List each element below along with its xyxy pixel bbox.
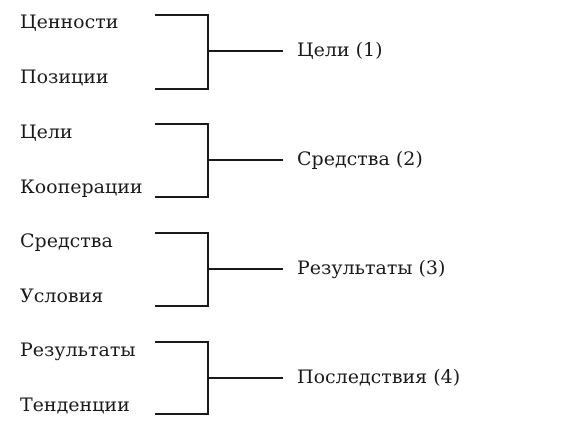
connector-line	[207, 50, 283, 52]
input-label: Цели	[20, 121, 73, 143]
result-label: Последствия (4)	[297, 366, 461, 388]
result-label: Цели (1)	[297, 39, 383, 61]
bracket-top-line	[155, 123, 209, 125]
connector-line	[207, 159, 283, 161]
input-label: Тенденции	[20, 394, 130, 416]
bracket-top-line	[155, 341, 209, 343]
bracket-bottom-line	[155, 196, 209, 198]
bracket-top-line	[155, 14, 209, 16]
input-label: Кооперации	[20, 176, 143, 198]
connector-line	[207, 268, 283, 270]
input-label: Средства	[20, 230, 113, 252]
bracket-bottom-line	[155, 413, 209, 415]
result-label: Средства (2)	[297, 148, 423, 170]
bracket-vertical-line	[207, 14, 209, 90]
input-label: Условия	[20, 285, 104, 307]
connector-line	[207, 377, 283, 379]
bracket-bottom-line	[155, 88, 209, 90]
result-label: Результаты (3)	[297, 257, 446, 279]
input-label: Позиции	[20, 66, 109, 88]
input-label: Ценности	[20, 11, 119, 33]
bracket-top-line	[155, 232, 209, 234]
bracket-bottom-line	[155, 305, 209, 307]
input-label: Результаты	[20, 339, 136, 361]
